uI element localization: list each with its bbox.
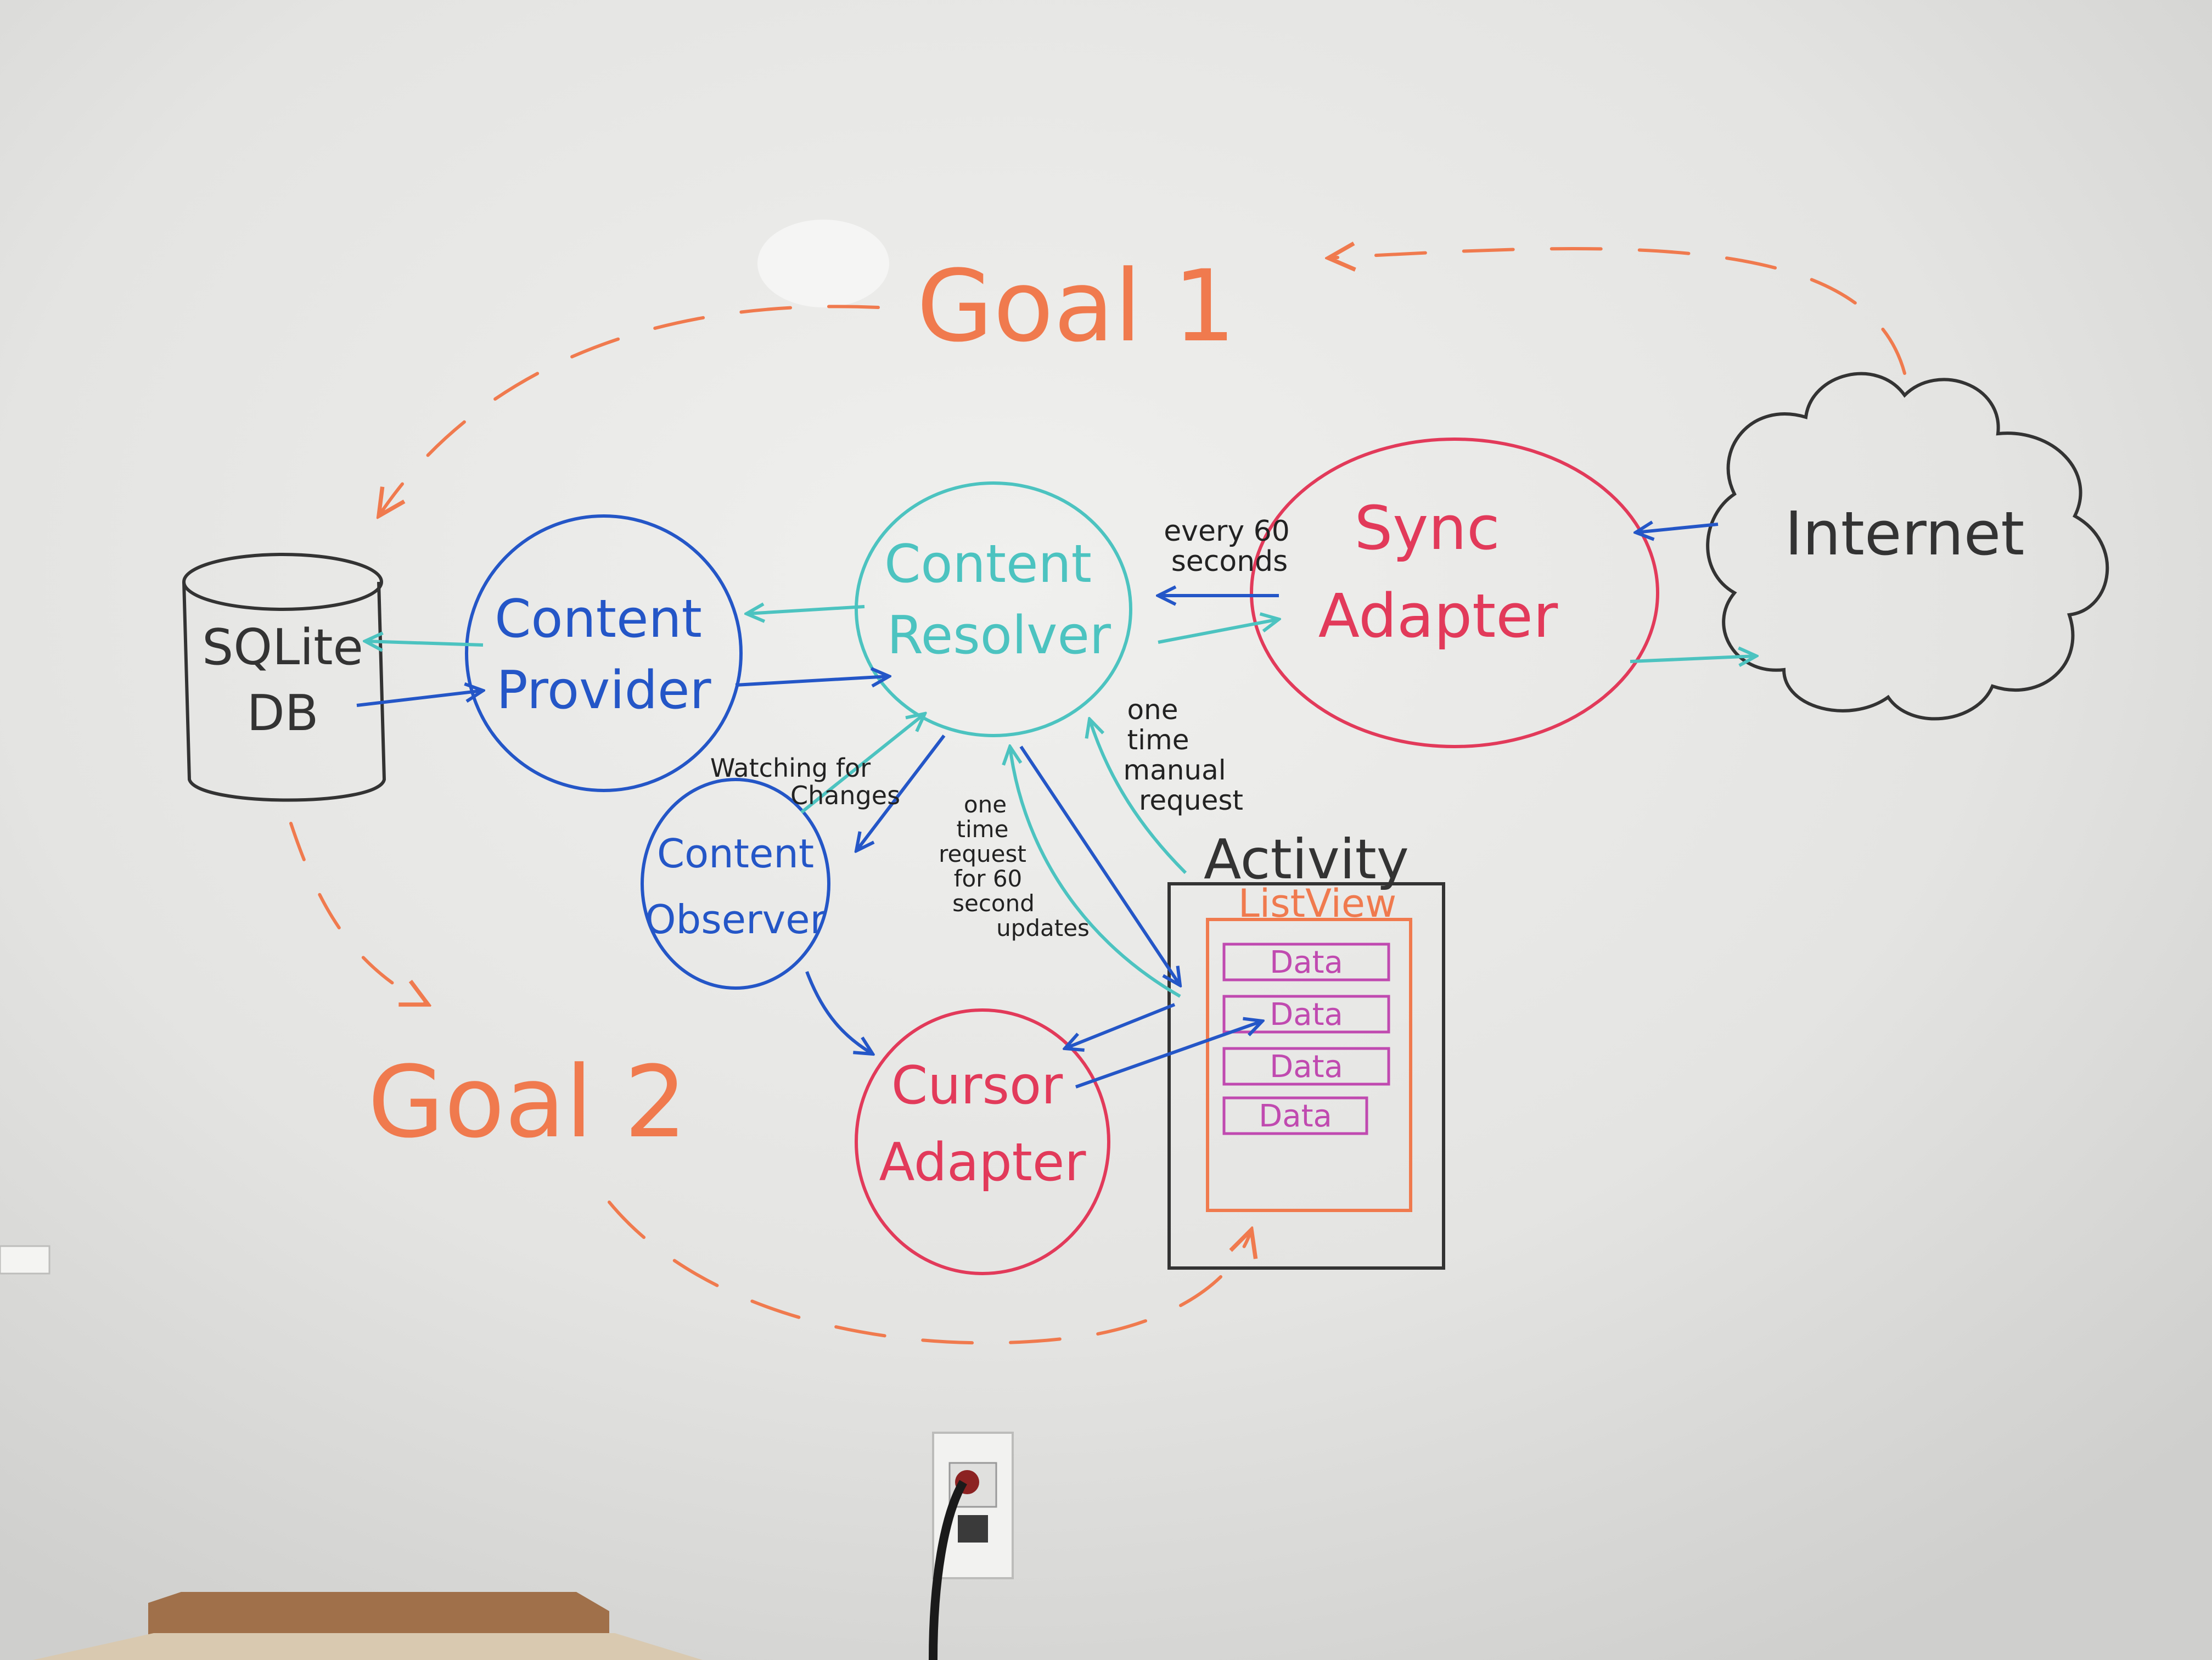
every60-line1: every 60: [1164, 515, 1290, 548]
onetime60-line3: request: [939, 840, 1026, 867]
list-row-2: [1222, 995, 1390, 1034]
activity-box: [1167, 882, 1445, 1270]
provider-label-1: Content: [495, 589, 702, 649]
manual-line3: manual: [1123, 754, 1226, 786]
observer-label-2: Observer: [645, 896, 827, 943]
watching-line2: Changes: [790, 781, 900, 810]
content-provider-node: [465, 514, 743, 792]
onetime60-line5: second: [952, 890, 1035, 917]
onetime60-line6: updates: [996, 915, 1090, 941]
arrow-cursor-to-listview: [1075, 1021, 1262, 1089]
arrow-observer-to-cursor: [805, 971, 873, 1054]
wall-bracket: [0, 1245, 50, 1275]
sync-adapter-node: [1250, 438, 1659, 748]
arrow-resolver-to-observer: [856, 734, 946, 851]
arrow-sync-to-internet: [1630, 656, 1756, 661]
goal2-loop-left: [289, 822, 428, 1005]
arrow-activity-to-cursor: [1065, 1003, 1176, 1048]
sqlite-db-node: [182, 553, 386, 802]
content-observer-node: [641, 778, 830, 990]
arrow-activity-to-resolver-manual: [1090, 719, 1187, 874]
watching-line1: Watching for: [710, 753, 871, 783]
onetime60-line4: for 60: [954, 865, 1023, 892]
cursor-label-1: Cursor: [891, 1056, 1063, 1116]
arrow-provider-to-resolver: [735, 676, 889, 685]
manual-line4: request: [1139, 784, 1243, 816]
manual-line2: time: [1127, 724, 1189, 756]
resolver-label-1: Content: [884, 534, 1092, 595]
goal1-label: Goal 1: [917, 249, 1236, 364]
cursor-adapter-node: [855, 1008, 1110, 1275]
shelf-top: [33, 1633, 703, 1660]
glare: [757, 220, 889, 307]
arrow-internet-to-sync: [1636, 524, 1719, 532]
resolver-label-2: Resolver: [887, 605, 1111, 666]
onetime60-line2: time: [957, 816, 1009, 843]
listview-box: [1206, 918, 1412, 1212]
wall-outlet: [932, 1432, 1014, 1579]
every60-line2: seconds: [1171, 545, 1288, 578]
arrow-observer-to-resolver: [800, 714, 925, 814]
sqlite-label-2: DB: [246, 685, 318, 742]
power-cord: [929, 1479, 967, 1660]
list-row-2-label: Data: [1270, 997, 1343, 1033]
arrow-resolver-to-provider: [746, 607, 865, 614]
cursor-label-2: Adapter: [879, 1132, 1087, 1193]
sqlite-label-1: SQLite: [202, 619, 363, 676]
arrow-resolver-to-activity: [1019, 745, 1180, 985]
activity-label: Activity: [1204, 827, 1409, 891]
list-row-1: [1222, 943, 1390, 982]
list-row-4: [1222, 1096, 1368, 1135]
manual-line1: one: [1127, 694, 1178, 726]
provider-label-2: Provider: [496, 660, 711, 721]
arrow-provider-to-db: [365, 641, 484, 645]
list-row-3-label: Data: [1270, 1049, 1343, 1085]
list-row-1-label: Data: [1270, 945, 1343, 980]
sync-label-1: Sync: [1354, 493, 1500, 563]
content-resolver-node: [855, 481, 1132, 737]
arrow-db-to-provider: [356, 691, 483, 707]
onetime60-line1: one: [964, 791, 1007, 818]
goal2-loop-bottom: [608, 1201, 1251, 1345]
goal2-label: Goal 2: [368, 1045, 687, 1160]
arrow-activity-to-resolver-60: [1010, 747, 1181, 998]
goal1-loop-left: [379, 305, 880, 516]
internet-label: Internet: [1785, 498, 2025, 569]
listview-label: ListView: [1238, 881, 1396, 926]
list-row-3: [1222, 1047, 1390, 1086]
sync-label-2: Adapter: [1318, 581, 1558, 651]
observer-label-1: Content: [657, 831, 814, 877]
list-row-4-label: Data: [1259, 1098, 1332, 1134]
arrow-resolver-to-sync: [1158, 619, 1279, 644]
